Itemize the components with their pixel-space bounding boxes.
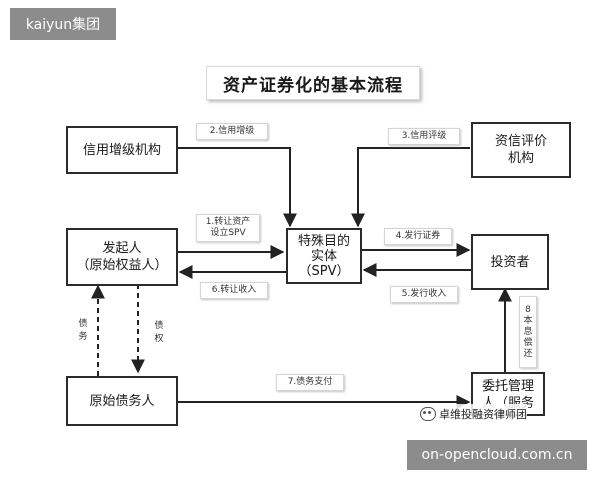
label-transfer-proceeds: 6.转让收入 bbox=[200, 282, 268, 299]
node-investor: 投资者 bbox=[471, 234, 549, 290]
node-investor-label: 投资者 bbox=[490, 254, 530, 270]
node-rating-agency: 资信评价 机构 bbox=[471, 122, 571, 178]
node-obligor: 原始债务人 bbox=[66, 376, 178, 426]
label-transfer-assets-line2: 设立SPV bbox=[210, 228, 246, 238]
label-issue-securities: 4.发行证券 bbox=[384, 228, 452, 245]
label-credit-rating: 3.信用评级 bbox=[388, 128, 460, 145]
label-transfer-assets-line1: 1.转让资产 bbox=[205, 217, 251, 227]
label-debt: 债 务 bbox=[76, 318, 90, 344]
label-principal-interest-char1: 8 bbox=[525, 304, 531, 315]
wechat-watermark: 卓维投融资律师团 bbox=[420, 404, 527, 424]
watermark-top: kaiyun集团 bbox=[10, 8, 116, 40]
label-transfer-proceeds-text: 6.转让收入 bbox=[211, 285, 257, 295]
label-transfer-assets: 1.转让资产 设立SPV bbox=[196, 214, 260, 242]
node-originator-line2: （原始权益人） bbox=[76, 258, 168, 273]
node-rating-agency-line2: 机构 bbox=[507, 151, 534, 166]
label-issue-securities-text: 4.发行证券 bbox=[395, 231, 441, 241]
label-credit-enhancement-text: 2.信用增级 bbox=[209, 126, 255, 136]
wechat-watermark-text: 卓维投融资律师团 bbox=[439, 408, 527, 421]
arrow-credit-enhancement bbox=[175, 147, 297, 228]
node-credit-enhancer-label: 信用增级机构 bbox=[82, 142, 161, 158]
node-spv-line1: 特殊目的 bbox=[297, 233, 350, 249]
node-originator-line1: 发起人 bbox=[102, 241, 142, 256]
node-spv-line3: （SPV） bbox=[298, 263, 350, 279]
wechat-icon bbox=[420, 407, 436, 421]
label-credit-rating-text: 3.信用评级 bbox=[401, 131, 447, 141]
label-claim-char1: 债 bbox=[154, 321, 164, 331]
label-debt-payment: 7.债务支付 bbox=[276, 374, 344, 391]
label-issue-proceeds-text: 5.发行收入 bbox=[401, 289, 447, 299]
label-debt-char1: 债 bbox=[78, 319, 88, 329]
label-principal-interest: 8 本 息 偿 还 bbox=[519, 296, 537, 368]
node-rating-agency-line1: 资信评价 bbox=[494, 134, 547, 149]
label-principal-interest-char3: 息 bbox=[523, 326, 533, 337]
label-debt-char2: 务 bbox=[78, 332, 88, 342]
node-spv-line2: 实体 bbox=[310, 248, 337, 264]
label-principal-interest-char5: 还 bbox=[523, 348, 533, 359]
arrow-credit-rating bbox=[351, 147, 470, 228]
label-claim-char2: 权 bbox=[154, 334, 164, 344]
node-trustee-line1: 委托管理 bbox=[481, 379, 534, 394]
node-spv: 特殊目的 实体 （SPV） bbox=[286, 228, 362, 284]
label-issue-proceeds: 5.发行收入 bbox=[390, 286, 458, 303]
watermark-bottom-text: on-opencloud.com.cn bbox=[421, 447, 573, 463]
label-principal-interest-char2: 本 bbox=[523, 315, 533, 326]
label-debt-payment-text: 7.债务支付 bbox=[287, 377, 333, 387]
diagram-title: 资产证券化的基本流程 bbox=[206, 66, 420, 100]
node-obligor-label: 原始债务人 bbox=[89, 393, 155, 409]
label-principal-interest-char4: 偿 bbox=[523, 337, 533, 348]
watermark-bottom: on-opencloud.com.cn bbox=[407, 440, 587, 470]
node-originator: 发起人 （原始权益人） bbox=[66, 228, 178, 286]
label-claim: 债 权 bbox=[152, 320, 166, 346]
diagram-title-text: 资产证券化的基本流程 bbox=[223, 75, 403, 96]
watermark-top-text: kaiyun集团 bbox=[25, 17, 101, 33]
node-credit-enhancer: 信用增级机构 bbox=[66, 126, 178, 174]
label-credit-enhancement: 2.信用增级 bbox=[196, 123, 268, 140]
